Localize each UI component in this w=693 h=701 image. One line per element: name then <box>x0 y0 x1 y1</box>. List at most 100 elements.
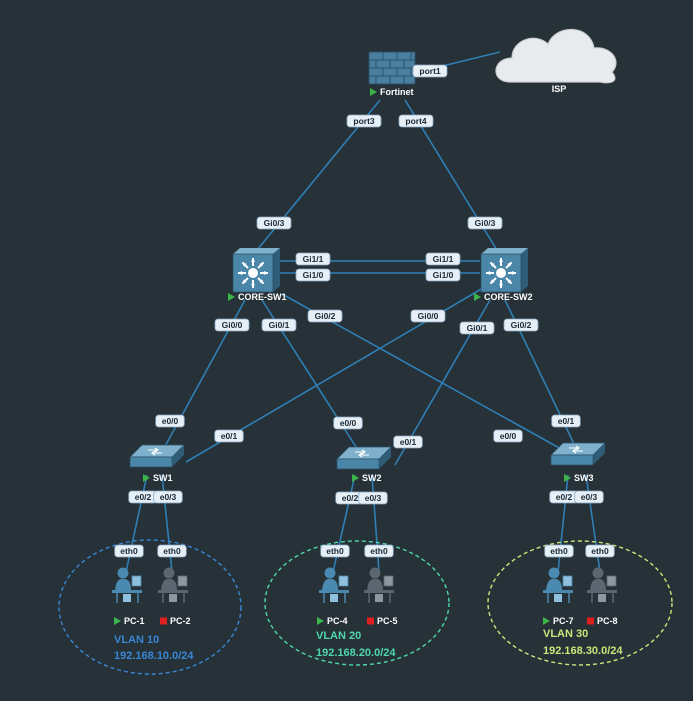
port-label-fw-core1: port3 <box>346 114 382 128</box>
port-label-c2-sw2: Gi0/1 <box>459 321 495 335</box>
firewall-icon[interactable] <box>368 51 416 85</box>
port-label-sw1-c2-box <box>214 429 244 443</box>
sw2-label: SW2 <box>362 473 382 483</box>
pc-desk <box>543 590 573 593</box>
port-label-c1-fw-text: Gi0/3 <box>264 218 285 228</box>
pc-monitor <box>606 575 617 587</box>
multilayer-switch-icon[interactable] <box>232 248 280 293</box>
switch-front-face <box>129 456 173 468</box>
port-label-sw3-c2: e0/1 <box>551 414 581 428</box>
pc-user-body <box>546 578 562 591</box>
switch-hub <box>496 268 506 278</box>
pc5-label: PC-5 <box>377 616 398 626</box>
port-label-pc4-text: eth0 <box>326 546 344 556</box>
pc-user-icon[interactable] <box>158 567 188 604</box>
core1-label: CORE-SW1 <box>238 292 287 302</box>
port-label-sw2-c2: e0/1 <box>393 435 423 449</box>
core2-status-icon <box>474 293 481 301</box>
port-label-sw3-pc8-text: e0/3 <box>581 492 598 502</box>
port-label-sw2-c1-text: e0/0 <box>340 418 357 428</box>
port-label-c2-sw2-text: Gi0/1 <box>467 323 488 333</box>
port-label-c2-c1-a-box <box>425 252 461 266</box>
pc-user-icon[interactable] <box>319 567 349 604</box>
port-label-c2-fw-text: Gi0/3 <box>475 218 496 228</box>
port-label-sw1-c1-text: e0/0 <box>162 416 179 426</box>
pc-user-icon[interactable] <box>364 567 394 604</box>
multilayer-switch-icon[interactable] <box>480 248 528 293</box>
port-label-sw1-pc2: e0/3 <box>153 490 183 504</box>
port-label-sw1-pc2-text: e0/3 <box>160 492 177 502</box>
port-label-c1-sw1: Gi0/0 <box>214 318 250 332</box>
port-label-fw-core1-text: port3 <box>353 116 375 126</box>
firewall-label: Fortinet <box>380 87 414 97</box>
switch-icon[interactable] <box>129 444 185 468</box>
sw1-label: SW1 <box>153 473 173 483</box>
pc-user-head <box>548 567 560 579</box>
port-label-sw3-c1: e0/0 <box>493 429 523 443</box>
port-label-c1-sw3-box <box>307 309 343 323</box>
switch-arrows <box>148 447 162 456</box>
port-label-pc8-text: eth0 <box>591 546 609 556</box>
port-label-c2-sw1-box <box>410 309 446 323</box>
port-label-c1-c2-b-box <box>295 268 331 282</box>
pc-tower <box>554 594 562 602</box>
switch-top-face <box>481 248 528 254</box>
switch-icon[interactable] <box>336 446 392 470</box>
pc-user-body <box>322 578 338 591</box>
cloud-shape <box>495 28 617 84</box>
vlan30-name: VLAN 30 <box>543 628 588 640</box>
port-label-c2-fw: Gi0/3 <box>467 216 503 230</box>
port-label-sw2-pc5-text: e0/3 <box>365 493 382 503</box>
pc-user-icon[interactable] <box>112 567 142 604</box>
port-label-c2-c1-b-box <box>425 268 461 282</box>
pc1-status-icon <box>114 617 121 625</box>
firewall-status-icon <box>370 88 377 96</box>
sw1-status-icon <box>143 474 150 482</box>
switch-icon[interactable] <box>550 442 606 466</box>
port-label-sw2-c1-box <box>333 416 363 430</box>
pc-user-icon[interactable] <box>587 567 617 604</box>
switch-arrowhead <box>263 271 268 275</box>
pc-desk <box>364 590 394 593</box>
cloud-icon[interactable] <box>495 28 617 84</box>
pc-monitor <box>383 575 394 587</box>
link-sw2-pc4 <box>332 474 356 573</box>
port-label-c1-sw2-box <box>261 318 297 332</box>
port-label-pc2-text: eth0 <box>163 546 181 556</box>
switch-arrowhead <box>242 262 247 267</box>
port-label-pc5-box <box>364 544 394 558</box>
switch-arrowhead <box>259 262 264 267</box>
port-label-fw-isp: port1 <box>412 64 448 78</box>
port-label-c1-c2-a-text: Gi1/1 <box>303 254 324 264</box>
pc1-label: PC-1 <box>124 616 145 626</box>
pc-user-icon[interactable] <box>543 567 573 604</box>
port-label-fw-core2: port4 <box>398 114 434 128</box>
link-sw3-pc8 <box>585 474 601 573</box>
port-label-pc5: eth0 <box>364 544 394 558</box>
pc-user-head <box>592 567 604 579</box>
port-label-pc8-box <box>585 544 615 558</box>
port-label-sw2-pc5: e0/3 <box>358 491 388 505</box>
vlan10-name: VLAN 10 <box>114 634 159 646</box>
pc-desk <box>319 590 349 593</box>
port-label-pc7: eth0 <box>544 544 574 558</box>
port-label-sw3-c1-text: e0/0 <box>500 431 517 441</box>
vlan10-subnet: 192.168.10.0/24 <box>114 650 194 662</box>
pc7-label: PC-7 <box>553 616 574 626</box>
port-label-c1-c2-b-text: Gi1/0 <box>303 270 324 280</box>
pc7-status-icon <box>543 617 550 625</box>
switch-side-face <box>172 445 184 467</box>
port-label-c1-sw2: Gi0/1 <box>261 318 297 332</box>
port-label-pc2-box <box>157 544 187 558</box>
devices-layer <box>112 28 617 604</box>
pc-tower <box>375 594 383 602</box>
port-label-c2-c1-a: Gi1/1 <box>425 252 461 266</box>
pc2-status-icon <box>160 617 167 625</box>
port-label-sw3-c2-box <box>551 414 581 428</box>
switch-front-face <box>336 458 380 470</box>
port-label-c2-sw3-text: Gi0/2 <box>511 320 532 330</box>
port-label-c1-c2-a: Gi1/1 <box>295 252 331 266</box>
port-label-sw2-pc4: e0/2 <box>335 491 365 505</box>
port-label-fw-core1-box <box>346 114 382 128</box>
port-label-pc5-text: eth0 <box>370 546 388 556</box>
